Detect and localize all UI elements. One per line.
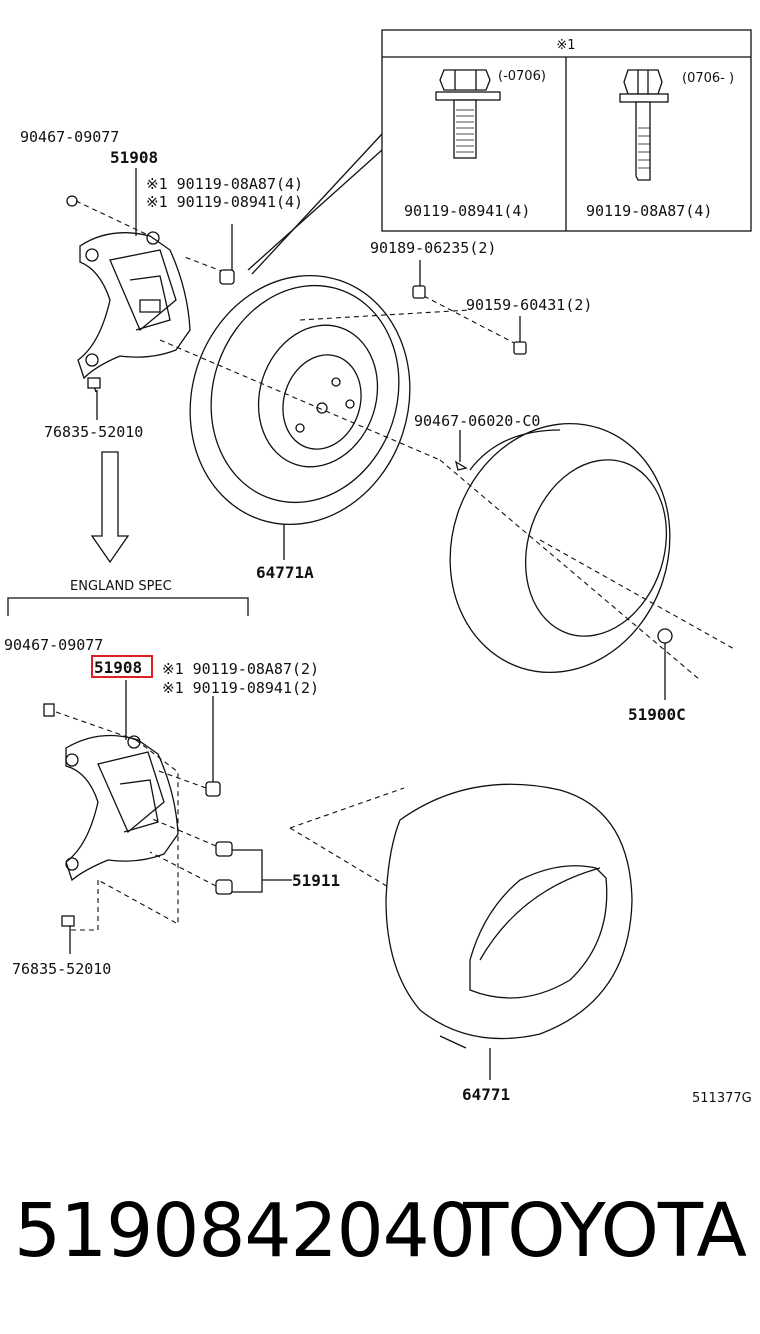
- spare-tire-carrier-lower: [65, 734, 179, 882]
- clip-icon-2: [43, 703, 55, 717]
- label-76835-52010-lower: 76835-52010: [12, 960, 111, 978]
- inset-header: ※1: [556, 38, 575, 53]
- down-arrow-icon: [90, 451, 130, 564]
- label-51908: 51908: [110, 148, 158, 167]
- part-number: 5190842040: [14, 1188, 476, 1274]
- inset-right-part: 90119-08A87(4): [586, 202, 712, 220]
- clip-icon: [66, 195, 78, 207]
- label-51908-highlighted: 51908: [94, 658, 142, 677]
- tire: [449, 422, 671, 674]
- label-90119-08a87-2: ※1 90119-08A87(2): [162, 660, 319, 678]
- pin-icon: [454, 460, 468, 471]
- label-90467-06020-c0: 90467-06020-C0: [414, 412, 540, 430]
- lug-nut-icon: [657, 628, 673, 644]
- bolt-icon: [219, 269, 235, 285]
- bolt-hex-icon: [619, 69, 669, 181]
- bolt-icon-4: [215, 879, 233, 895]
- label-51900c: 51900C: [628, 705, 686, 724]
- spare-wheel: [189, 274, 411, 526]
- label-90119-08a87-4: ※1 90119-08A87(4): [146, 175, 303, 193]
- label-64771: 64771: [462, 1085, 510, 1104]
- parts-diagram: ※1 (-0706) (0706- ) 90119-08941(4) 90119…: [4, 29, 752, 1106]
- label-90467-09077: 90467-09077: [20, 128, 119, 146]
- inset-left-part: 90119-08941(4): [404, 202, 530, 220]
- label-64771a: 64771A: [256, 563, 314, 582]
- spare-tire-carrier-upper: [77, 231, 191, 380]
- england-spec-label: ENGLAND SPEC: [70, 579, 172, 594]
- label-90119-08941-2: ※1 90119-08941(2): [162, 679, 319, 697]
- label-51911: 51911: [292, 871, 340, 890]
- label-90189-06235: 90189-06235(2): [370, 239, 496, 257]
- tire-cover: [289, 783, 633, 1049]
- inset-box: ※1 (-0706) (0706- ) 90119-08941(4) 90119…: [381, 29, 752, 232]
- label-76835-52010: 76835-52010: [44, 423, 143, 441]
- england-spec-bracket: [7, 597, 249, 616]
- inset-right-range: (0706- ): [682, 71, 734, 86]
- inset-left-range: (-0706): [498, 69, 546, 84]
- clip-lower-icon-2: [61, 915, 75, 927]
- label-90467-09077-lower: 90467-09077: [4, 636, 103, 654]
- bolt-flange-icon: [435, 69, 501, 159]
- inset-pointer-line: [251, 133, 383, 275]
- bolt-icon-2: [205, 781, 221, 797]
- nut-icon: [513, 341, 527, 355]
- label-90159-60431: 90159-60431(2): [466, 296, 592, 314]
- brand-name: TOYOTA: [463, 1188, 747, 1274]
- diagram-code: 511377G: [692, 1091, 752, 1106]
- highlight-box: [91, 655, 153, 678]
- clip-lower-icon: [87, 377, 101, 389]
- bolt-icon-3: [215, 841, 233, 857]
- label-90119-08941-4: ※1 90119-08941(4): [146, 193, 303, 211]
- bolt-small-icon: [412, 285, 426, 299]
